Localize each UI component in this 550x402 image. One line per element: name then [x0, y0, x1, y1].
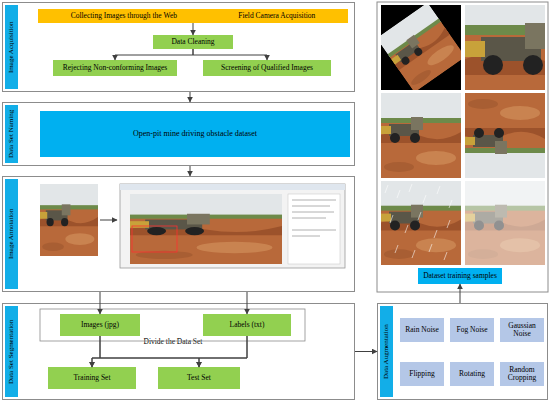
flow-arrow — [92, 336, 100, 367]
fog-overlay — [465, 181, 545, 265]
flow-arrow — [92, 336, 247, 367]
augmentation-box: Fog Noise — [450, 318, 494, 342]
box-text: Rejecting Non-conforming Images — [63, 64, 168, 72]
dataset-box: Dataset training samples — [418, 268, 502, 284]
flow-arrow — [115, 49, 193, 60]
stage-panel: Data Augmentation Rain Noise Fog Noise Gaus… — [377, 303, 548, 400]
flow-arrow — [100, 292, 101, 314]
process-box: Test Set — [158, 367, 240, 389]
panel-label: Image Annotation — [5, 179, 18, 289]
box-text: Flipping — [409, 370, 434, 378]
bounding-box — [132, 226, 177, 252]
box-text: Open-pit mine driving obstacle dataset — [133, 130, 257, 139]
augmentation-box: Random Cropping — [500, 362, 544, 386]
box-text: Data Cleaning — [171, 38, 214, 46]
augmentation-box: Gaussian Noise — [500, 318, 544, 342]
stage-panel: Data Set Naming Open-pit mine driving obs… — [2, 102, 355, 166]
box-text: Dataset training samples — [423, 272, 497, 280]
sample-image — [465, 93, 545, 178]
window-titlebar — [120, 184, 345, 190]
box-text: Images (jpg) — [81, 321, 119, 329]
sample-image — [381, 5, 461, 90]
annotation-window — [120, 184, 345, 268]
box-text: Rain Noise — [405, 326, 439, 334]
augmentation-box: Rain Noise — [400, 318, 444, 342]
process-box: Data Cleaning — [153, 35, 233, 49]
panel-label: Data Set Segmentation — [5, 306, 18, 397]
stage-panel: Data Set Segmentation Images (jpg) Labels … — [2, 303, 355, 400]
panel-label: Data Set Naming — [5, 105, 18, 163]
sample-image — [465, 181, 545, 265]
label-list-lines — [292, 200, 336, 236]
flow-arrow — [460, 284, 461, 303]
stage-panel: Image Annotation — [2, 176, 355, 292]
sample-background — [381, 5, 461, 90]
flow-arrow — [193, 23, 194, 35]
field-photo — [40, 184, 98, 256]
box-text: Training Set — [73, 374, 110, 382]
sample-image — [381, 93, 461, 178]
process-box: Labels (txt) — [203, 314, 291, 336]
box-text: Test Set — [187, 374, 211, 382]
label-panel — [288, 194, 340, 264]
panel-label: Data Augmentation — [380, 306, 393, 397]
box-text: Labels (txt) — [230, 321, 265, 329]
sample-image — [381, 181, 461, 265]
flow-arrow — [355, 351, 377, 352]
box-text: Gaussian Noise — [502, 322, 542, 339]
flow-arrow — [190, 92, 191, 102]
panel-label: Image Acquisition — [5, 5, 18, 89]
stage-panel: Image Acquisition Collecting Images throu… — [2, 2, 355, 92]
flow-arrow — [100, 220, 117, 221]
augmentation-box: Flipping — [400, 362, 444, 386]
samples-frame — [377, 2, 548, 292]
cropped-sample — [465, 5, 545, 90]
process-box: Rejecting Non-conforming Images — [53, 60, 177, 76]
box-text: Field Camera Acquisition — [238, 12, 315, 20]
box-text: Fog Noise — [456, 326, 487, 334]
rain-streaks — [385, 184, 452, 260]
flow-arrow — [190, 166, 191, 176]
flow-arrow — [100, 336, 199, 367]
annotated-photo — [130, 194, 282, 264]
source-box: Collecting Images through the Web Field C… — [38, 9, 348, 23]
dataset-box: Open-pit mine driving obstacle dataset — [40, 111, 350, 157]
flipped-sample — [465, 93, 545, 178]
box-text: Rotating — [459, 370, 485, 378]
augmentation-box: Rotating — [450, 362, 494, 386]
flow-arrow — [193, 49, 267, 60]
process-box: Training Set — [48, 367, 136, 389]
rotated-sample — [381, 5, 461, 90]
process-box: Images (jpg) — [60, 314, 140, 336]
sample-image — [465, 5, 545, 90]
source-group-box — [40, 309, 305, 341]
flow-arrow — [247, 292, 248, 314]
flow-arrow — [199, 336, 247, 367]
step-note: Divide the Data Set — [113, 338, 233, 346]
box-text: Collecting Images through the Web — [71, 12, 177, 20]
box-text: Random Cropping — [502, 366, 542, 383]
box-text: Screening of Qualified Images — [221, 64, 313, 72]
process-box: Screening of Qualified Images — [203, 60, 331, 76]
